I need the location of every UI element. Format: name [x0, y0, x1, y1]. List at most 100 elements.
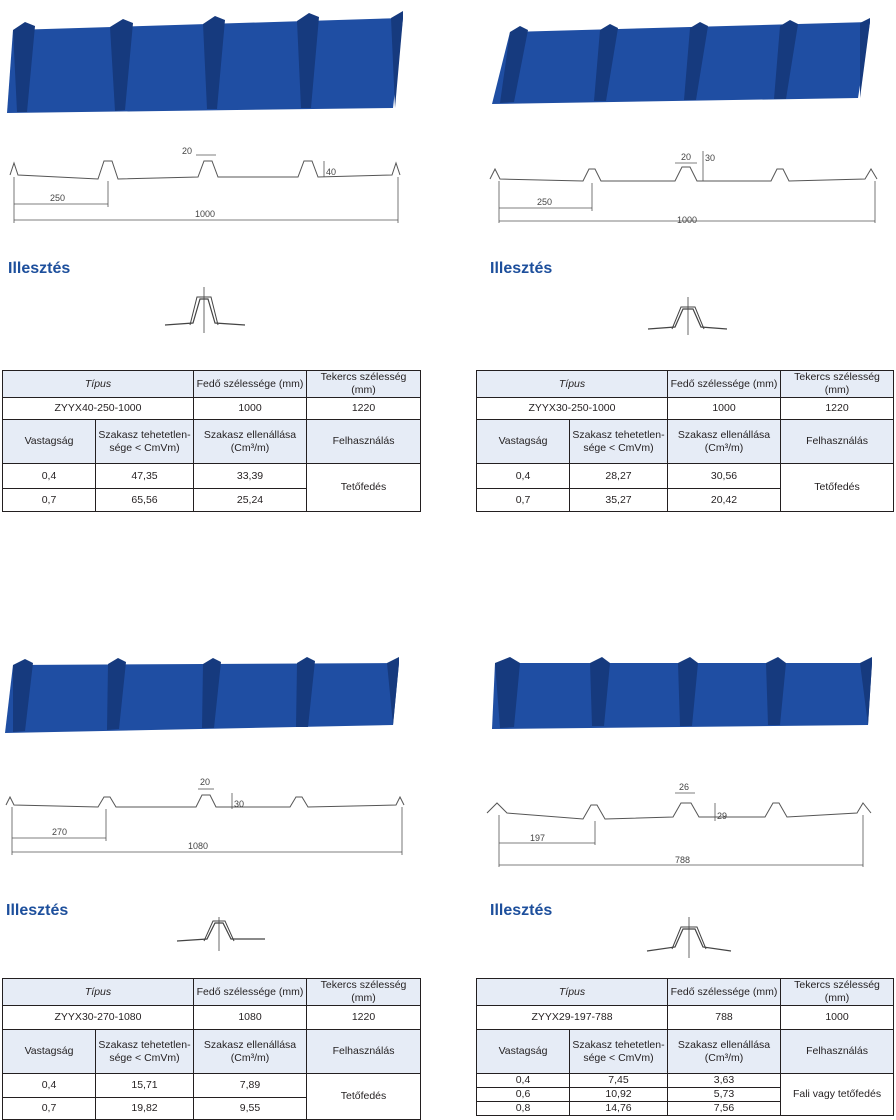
col-coil-width: Tekercs szélesség (mm)	[780, 978, 895, 1006]
roof-sheet-image	[492, 657, 872, 729]
col-resistance-line1: Szakasz ellenállása	[677, 428, 771, 441]
resistance-cell: 7,56	[667, 1101, 782, 1116]
usage-cell: Tetőfedés	[306, 463, 422, 512]
spec-table: Típus Fedő szélessége (mm) Tekercs széle…	[1, 370, 422, 512]
col-inertia-line2: sége < CmVm)	[109, 441, 180, 454]
table-row: 0,4 15,71 7,89 Tetőfedés	[2, 1073, 422, 1120]
resistance-cell: 7,89	[193, 1073, 308, 1098]
col-resistance: Szakasz ellenállása(Cm³/m)	[667, 1029, 782, 1074]
col-resistance: Szakasz ellenállása(Cm³/m)	[193, 1029, 308, 1074]
col-resistance-line2: (Cm³/m)	[704, 441, 744, 454]
joint-diagram	[647, 297, 728, 335]
coil-value: 1220	[780, 397, 895, 420]
joint-diagram	[164, 287, 246, 333]
type-value: ZYYX30-270-1080	[1, 1005, 195, 1030]
col-resistance: Szakasz ellenállása(Cm³/m)	[193, 419, 308, 464]
dim-rib-width: 26	[679, 782, 689, 792]
profile-drawing: 20 40 250 1000	[9, 146, 401, 223]
col-cover-width: Fedő szélessége (mm)	[193, 370, 308, 398]
thickness-cell: 0,4	[476, 463, 570, 489]
thickness-cell: 0,4	[2, 463, 96, 489]
resistance-cell: 25,24	[193, 488, 308, 512]
col-inertia-line2: sége < CmVm)	[583, 1051, 654, 1064]
dim-total: 788	[675, 855, 690, 865]
joint-diagram	[646, 917, 732, 958]
spec-table: Típus Fedő szélessége (mm) Tekercs széle…	[1, 978, 422, 1120]
resistance-cell: 30,56	[667, 463, 782, 489]
dim-pitch: 250	[537, 197, 552, 207]
dim-total: 1000	[195, 209, 215, 219]
dim-pitch: 270	[52, 827, 67, 837]
dim-rib-width: 20	[182, 146, 192, 156]
inertia-cell: 47,35	[94, 463, 195, 489]
col-usage: Felhasználás	[780, 419, 895, 464]
inertia-cell: 28,27	[568, 463, 669, 489]
thickness-cell: 0,7	[2, 1097, 96, 1120]
col-thickness: Vastagság	[476, 419, 570, 464]
col-resistance-line2: (Cm³/m)	[704, 1051, 744, 1064]
col-inertia-line1: Szakasz tehetetlen-	[572, 428, 665, 441]
profile-drawing: 20 30 270 1080	[5, 777, 405, 855]
col-inertia-line1: Szakasz tehetetlen-	[98, 428, 191, 441]
inertia-cell: 65,56	[94, 488, 195, 512]
joint-heading: Illesztés	[6, 902, 69, 919]
type-value: ZYYX29-197-788	[475, 1005, 669, 1030]
inertia-cell: 15,71	[94, 1073, 195, 1098]
coil-value: 1000	[780, 1005, 895, 1030]
col-resistance-line2: (Cm³/m)	[230, 441, 270, 454]
inertia-cell: 19,82	[94, 1097, 195, 1120]
coil-value: 1220	[306, 397, 422, 420]
col-usage: Felhasználás	[306, 1029, 422, 1074]
roof-sheet-image	[492, 18, 870, 104]
thickness-cell: 0,8	[476, 1101, 570, 1116]
col-resistance-line1: Szakasz ellenállása	[203, 428, 297, 441]
thickness-cell: 0,4	[2, 1073, 96, 1098]
usage-cell: Tetőfedés	[780, 463, 895, 512]
spec-table: Típus Fedő szélessége (mm) Tekercs széle…	[475, 370, 895, 512]
thickness-cell: 0,6	[476, 1087, 570, 1102]
col-thickness: Vastagság	[2, 419, 96, 464]
coil-value: 1220	[306, 1005, 422, 1030]
col-coil-width: Tekercs szélesség (mm)	[780, 370, 895, 398]
col-coil-width: Tekercs szélesség (mm)	[306, 370, 422, 398]
table-row: 0,4 7,45 3,63 Fali vagy tetőfedés	[476, 1073, 895, 1116]
table-row: 0,8 14,76 7,56	[476, 1101, 894, 1116]
inertia-cell: 10,92	[568, 1087, 669, 1102]
table-row: 0,4 47,35 33,39 Tetőfedés	[2, 463, 422, 512]
col-resistance-line1: Szakasz ellenállása	[677, 1038, 771, 1051]
col-inertia-line2: sége < CmVm)	[109, 1051, 180, 1064]
type-value: ZYYX40-250-1000	[1, 397, 195, 420]
col-usage: Felhasználás	[306, 419, 422, 464]
col-inertia-line1: Szakasz tehetetlen-	[98, 1038, 191, 1051]
col-type: Típus	[1, 978, 195, 1006]
resistance-cell: 3,63	[667, 1073, 782, 1088]
col-cover-width: Fedő szélessége (mm)	[667, 370, 782, 398]
col-resistance: Szakasz ellenállása(Cm³/m)	[667, 419, 782, 464]
cover-value: 1080	[193, 1005, 308, 1030]
dim-pitch: 250	[50, 193, 65, 203]
col-type: Típus	[475, 978, 669, 1006]
col-cover-width: Fedő szélessége (mm)	[193, 978, 308, 1006]
col-coil-width: Tekercs szélesség (mm)	[306, 978, 422, 1006]
col-cover-width: Fedő szélessége (mm)	[667, 978, 782, 1006]
resistance-cell: 9,55	[193, 1097, 308, 1120]
dim-rib-height: 40	[326, 167, 336, 177]
dim-rib-height: 30	[234, 799, 244, 809]
col-inertia: Szakasz tehetetlen-sége < CmVm)	[94, 419, 195, 464]
roof-sheet-image	[7, 11, 403, 113]
joint-diagram	[176, 917, 265, 951]
col-thickness: Vastagság	[2, 1029, 96, 1074]
cover-value: 788	[667, 1005, 782, 1030]
usage-cell: Tetőfedés	[306, 1073, 422, 1120]
inertia-cell: 14,76	[568, 1101, 669, 1116]
thickness-cell: 0,7	[476, 488, 570, 512]
resistance-cell: 5,73	[667, 1087, 782, 1102]
col-resistance-line2: (Cm³/m)	[230, 1051, 270, 1064]
thickness-cell: 0,4	[476, 1073, 570, 1088]
profile-drawing: 20 30 250 1000	[489, 151, 878, 225]
cover-value: 1000	[667, 397, 782, 420]
joint-heading: Illesztés	[8, 260, 71, 277]
dim-pitch: 197	[530, 833, 545, 843]
dim-total: 1080	[188, 841, 208, 851]
inertia-cell: 7,45	[568, 1073, 669, 1088]
